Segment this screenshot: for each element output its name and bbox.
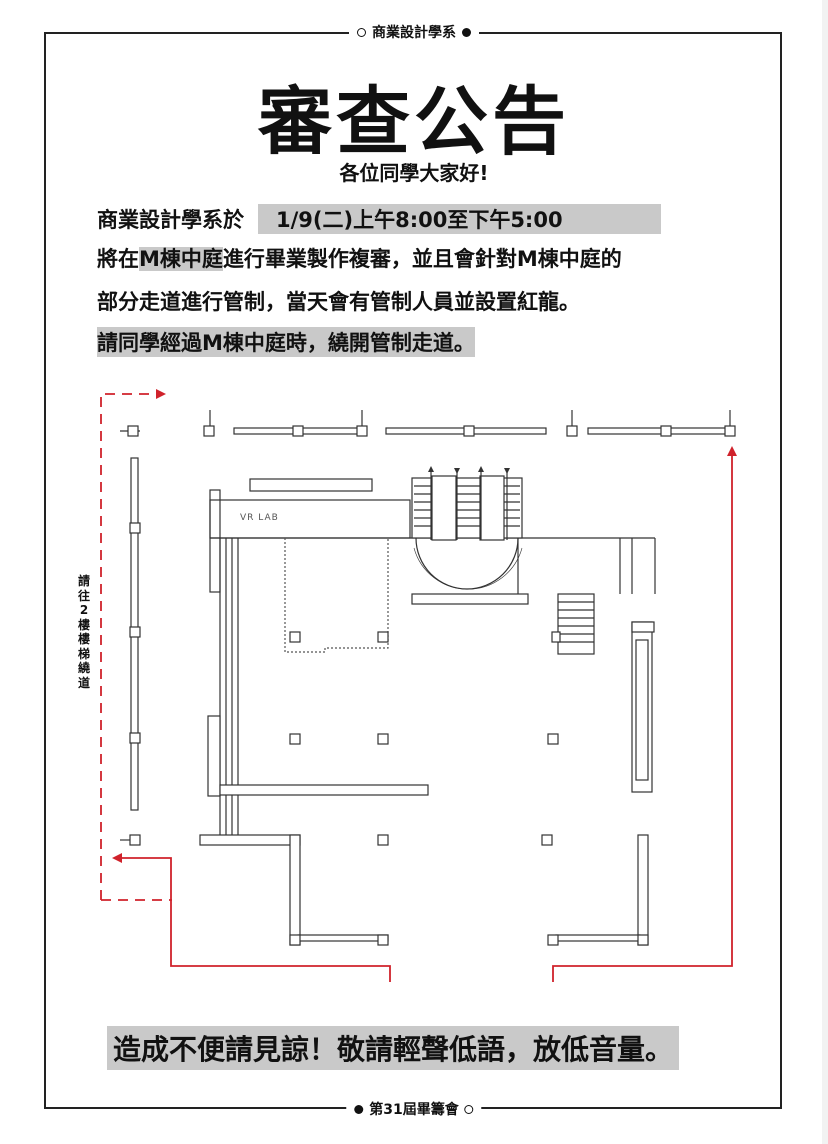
greeting-text: 各位同學大家好!: [339, 161, 489, 185]
circle-outline-icon: [464, 1104, 474, 1114]
location-highlight: M棟中庭: [139, 247, 223, 271]
closing-note: 造成不便請見諒！敬請輕聲低語，放低音量。: [107, 1026, 680, 1070]
detour-label-text: 請往2樓樓梯繞道: [77, 574, 90, 690]
page-title: 審查公告: [258, 79, 570, 165]
circle-filled-icon: [462, 27, 471, 37]
committee-label: 第31屆畢籌會: [369, 1102, 459, 1118]
review-time-highlight: 1/9(二)上午8:00至下午5:00: [258, 204, 661, 234]
detour-label: 請往2樓樓梯繞道: [75, 574, 93, 690]
circle-outline-icon: [357, 27, 366, 37]
notice-line-2: 將在M棟中庭進行畢業製作複審，並且會針對M棟中庭的: [97, 243, 622, 273]
department-header: 商業設計學系: [349, 22, 479, 42]
department-label: 商業設計學系: [372, 25, 456, 41]
notice-line-2-post: 進行畢業製作複審，並且會針對M棟中庭的: [222, 247, 622, 271]
notice-line-4: 請同學經過M棟中庭時，繞開管制走道。: [97, 327, 475, 357]
notice-line-1-prefix: 商業設計學系於: [97, 208, 244, 232]
committee-footer: 第31屆畢籌會: [346, 1099, 482, 1119]
notice-line-3: 部分走道進行管制，當天會有管制人員並設置紅龍。: [97, 290, 580, 314]
vr-lab-label: VR LAB: [240, 513, 279, 523]
circle-filled-icon: [354, 1104, 364, 1114]
notice-line-2-pre: 將在: [97, 247, 139, 271]
notice-line-1: 商業設計學系於 1/9(二)上午8:00至下午5:00: [97, 204, 661, 234]
